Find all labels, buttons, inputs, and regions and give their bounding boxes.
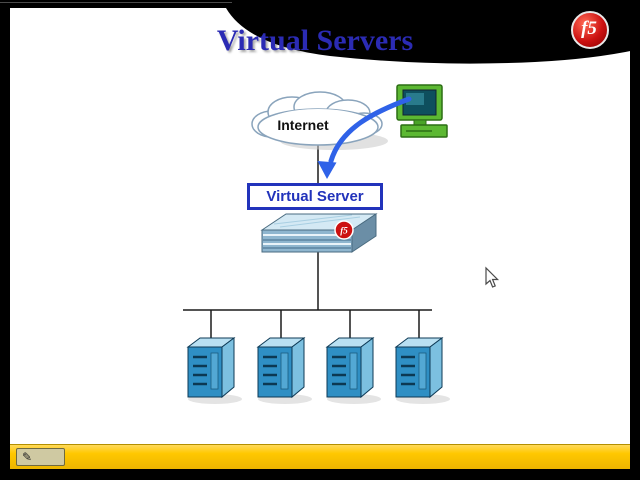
- server-pool: [186, 336, 450, 404]
- f5-appliance-icon: f5: [260, 213, 378, 253]
- pen-icon: ✎: [22, 450, 33, 464]
- server-tower-icon: [394, 336, 444, 399]
- network-lines: [183, 142, 432, 340]
- server-tower-icon: [256, 336, 306, 399]
- annotation-pen-button[interactable]: ✎: [16, 448, 65, 466]
- f5-ball-icon: [334, 220, 354, 240]
- mouse-cursor: [485, 266, 500, 288]
- internet-label: Internet: [277, 117, 329, 133]
- f5-logo-text: f5: [581, 18, 597, 39]
- traffic-arrow: [317, 96, 412, 179]
- f5-logo: f5: [571, 11, 609, 49]
- appliance-logo-text: f5: [340, 226, 348, 236]
- presentation-toolbar: ✎: [10, 444, 630, 469]
- slide-swoosh: [226, 8, 640, 64]
- server-tower-icon: [186, 336, 236, 399]
- virtual-server-label: Virtual Server: [266, 188, 364, 205]
- video-artifact-line: [0, 2, 232, 3]
- internet-cloud-icon: [251, 91, 388, 150]
- slide-title: Virtual Servers: [216, 24, 414, 57]
- desktop-computer-icon: [396, 84, 448, 138]
- virtual-server-box: Virtual Server: [247, 183, 383, 210]
- server-tower-icon: [325, 336, 375, 399]
